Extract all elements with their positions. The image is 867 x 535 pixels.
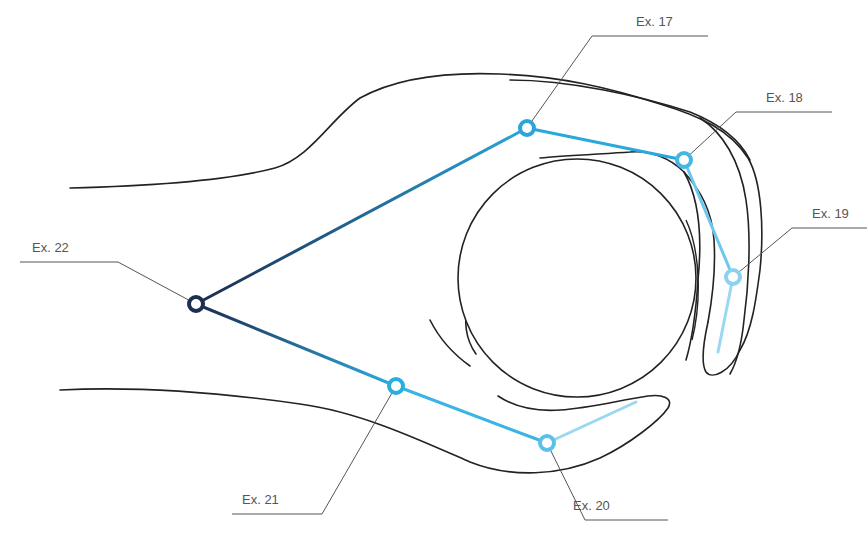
callout-number: Ex. 21 bbox=[242, 492, 279, 508]
callout-number: Ex. 18 bbox=[766, 90, 803, 106]
callout-number: Ex. 17 bbox=[636, 14, 673, 30]
callout-number: Ex. 20 bbox=[573, 498, 610, 514]
callout-number: Ex. 22 bbox=[32, 240, 69, 256]
callout-number: Ex. 19 bbox=[812, 206, 849, 222]
